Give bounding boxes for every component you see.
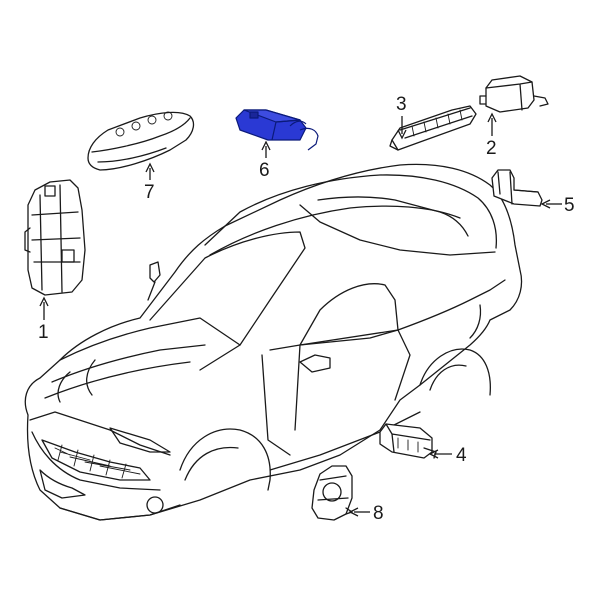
- part-4-antenna-module: [379, 423, 437, 459]
- part-1-body-control-module: [24, 179, 86, 296]
- part-5-bracket: [491, 169, 543, 207]
- arrowhead-5: [540, 199, 551, 209]
- callout-6: 6: [259, 160, 270, 181]
- car-body-outline: [24, 163, 523, 521]
- part-6-receiver-highlighted: [235, 109, 319, 151]
- arrowhead-7: [145, 162, 155, 173]
- part-3-antenna: [389, 105, 477, 151]
- callout-2: 2: [486, 138, 497, 159]
- callout-1: 1: [38, 322, 49, 343]
- arrowhead-4: [428, 449, 439, 459]
- arrowhead-3: [397, 129, 407, 140]
- callout-8: 8: [373, 503, 384, 524]
- arrowhead-2: [487, 112, 497, 123]
- callout-3: 3: [396, 94, 407, 115]
- callout-5: 5: [564, 195, 575, 216]
- arrowhead-8: [348, 507, 359, 517]
- arrowhead-1: [39, 296, 49, 307]
- part-2-sensor-module: [479, 75, 549, 113]
- callout-7: 7: [144, 182, 155, 203]
- callout-labels: 1 2 3 4 5 6 7 8: [38, 94, 575, 524]
- part-7-key-fob: [87, 111, 195, 171]
- part-8-sensor: [311, 465, 353, 521]
- arrowhead-6: [261, 140, 271, 151]
- callout-4: 4: [456, 445, 467, 466]
- callout-arrows: [39, 112, 562, 517]
